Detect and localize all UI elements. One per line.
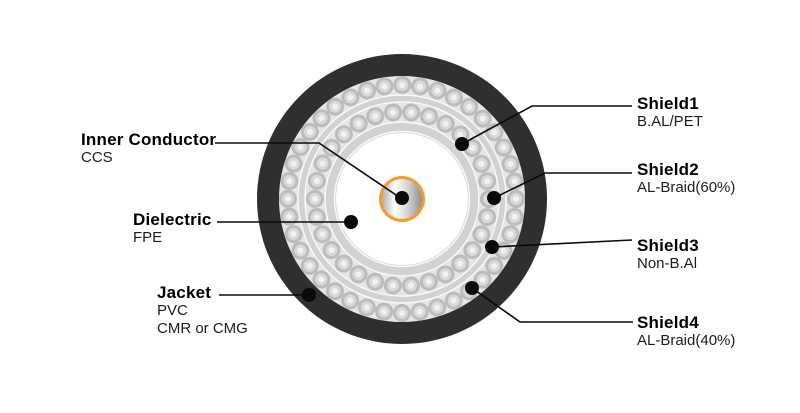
label-jacket-title: Jacket	[157, 283, 212, 302]
label-dielectric-material: FPE	[133, 229, 163, 246]
dot-jacket	[302, 288, 316, 302]
label-shield2-title: Shield2	[637, 160, 699, 179]
label-inner-conductor-material: CCS	[81, 149, 113, 166]
leader-shield3	[491, 239, 633, 248]
label-jacket: Jacket PVC CMR or CMG	[157, 283, 248, 338]
dot-shield1	[455, 137, 469, 151]
dot-shield3	[485, 240, 499, 254]
label-shield4-title: Shield4	[637, 313, 699, 332]
leader-inner-conductor	[215, 142, 403, 200]
shield4-bead-highlight	[285, 82, 519, 316]
label-jacket-rating: CMR or CMG	[157, 320, 248, 337]
label-shield4-material: AL-Braid(40%)	[637, 332, 736, 349]
label-dielectric-title: Dielectric	[133, 210, 212, 229]
leader-shield4	[471, 287, 633, 323]
leader-shield1	[461, 105, 632, 145]
callout-dots	[302, 137, 501, 302]
label-shield3-title: Shield3	[637, 236, 699, 255]
label-jacket-material: PVC	[157, 302, 188, 319]
label-shield3-material: Non-B.Al	[637, 255, 698, 272]
dot-shield4	[465, 281, 479, 295]
label-shield3: Shield3 Non-B.Al	[637, 236, 699, 273]
shield1-foil-inner-edge	[333, 130, 471, 268]
callout-lines	[215, 105, 633, 323]
label-inner-conductor: Inner Conductor CCS	[81, 130, 216, 167]
dot-inner-conductor	[395, 191, 409, 205]
dot-shield2	[487, 191, 501, 205]
label-shield1-title: Shield1	[637, 94, 699, 113]
label-shield1: Shield1 B.AL/PET	[637, 94, 703, 131]
leader-shield2	[493, 172, 632, 199]
label-inner-conductor-title: Inner Conductor	[81, 130, 217, 149]
shield4-braid-ring	[279, 76, 525, 322]
shield1-foil-outer-edge	[324, 121, 480, 277]
label-shield1-material: B.AL/PET	[637, 113, 703, 130]
label-shield4: Shield4 AL-Braid(40%)	[637, 313, 735, 350]
shield3-foil-outer-edge	[297, 94, 507, 304]
label-shield2: Shield2 AL-Braid(60%)	[637, 160, 735, 197]
label-dielectric: Dielectric FPE	[133, 210, 212, 247]
label-shield2-material: AL-Braid(60%)	[637, 179, 736, 196]
dot-dielectric	[344, 215, 358, 229]
